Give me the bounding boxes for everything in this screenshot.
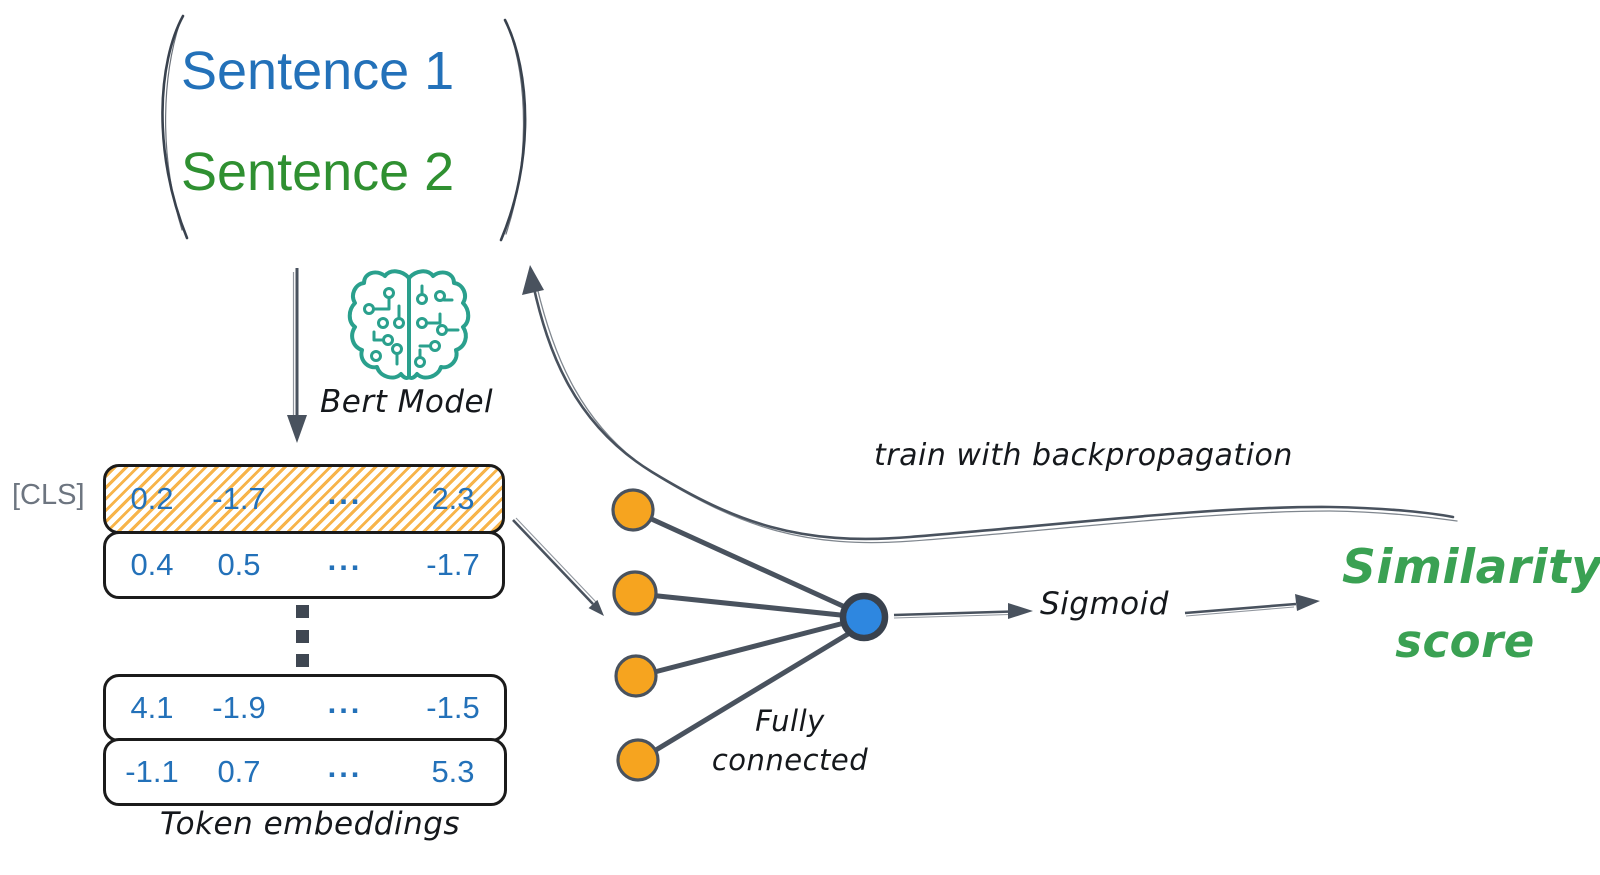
sentence-1-label: Sentence 1 <box>181 41 455 101</box>
embedding-row-2: 0.4 0.5 ... -1.7 <box>103 531 505 599</box>
bert-model-label: Bert Model <box>320 384 494 420</box>
sigmoid-to-score-arrow <box>1184 594 1320 617</box>
input-neuron-2 <box>612 570 658 616</box>
train-backpropagation-label: train with backpropagation <box>874 438 1293 473</box>
similarity-score-label: Similarity score <box>1342 540 1600 668</box>
ellipsis: ... <box>327 542 363 577</box>
token-embeddings-caption: Token embeddings <box>160 806 461 842</box>
input-parentheses <box>161 14 527 242</box>
embedding-value: 0.4 <box>130 547 174 582</box>
embedding-row-3: 4.1 -1.9 ... -1.5 <box>103 674 507 742</box>
embedding-value: -1.5 <box>426 690 480 725</box>
embedding-value: 2.3 <box>431 481 475 516</box>
ellipsis: ... <box>327 476 363 511</box>
cls-token-label: [CLS] <box>12 479 85 511</box>
vertical-ellipsis <box>296 605 309 667</box>
embedding-value: 0.2 <box>130 481 174 516</box>
embedding-value: 4.1 <box>130 690 174 725</box>
input-neurons <box>611 488 660 782</box>
similarity-line1: Similarity <box>1342 540 1600 595</box>
fully-connected-line1: Fully <box>755 704 825 738</box>
neuron-to-sigmoid-arrow <box>893 603 1033 619</box>
fully-connected-label: Fully connected <box>690 702 890 780</box>
input-neuron-4 <box>616 738 660 782</box>
embedding-value: -1.1 <box>125 754 179 789</box>
embedding-value: -1.7 <box>426 547 480 582</box>
ellipsis: ... <box>327 749 363 784</box>
similarity-line2: score <box>1395 615 1535 668</box>
embedding-value: 0.5 <box>217 547 261 582</box>
network-links <box>634 509 860 762</box>
sigmoid-label: Sigmoid <box>1040 586 1169 622</box>
embedding-value: 5.3 <box>431 754 475 789</box>
fully-connected-line2: connected <box>711 743 869 778</box>
output-neuron <box>839 592 889 642</box>
backpropagation-arrow <box>522 265 1458 544</box>
sentence-2-label: Sentence 2 <box>181 142 455 202</box>
brain-circuit-icon <box>347 269 471 380</box>
input-neuron-1 <box>611 488 655 532</box>
input-neuron-3 <box>614 654 658 698</box>
ellipsis: ... <box>327 685 363 720</box>
bert-input-arrow <box>287 268 307 443</box>
embedding-value: 0.7 <box>217 754 261 789</box>
embeddings-to-network-arrow <box>512 517 604 616</box>
embedding-value: -1.7 <box>212 481 266 516</box>
embedding-row-cls: 0.2 -1.7 ... 2.3 <box>103 464 505 534</box>
embedding-value: -1.9 <box>212 690 266 725</box>
embedding-row-4: -1.1 0.7 ... 5.3 <box>103 738 507 806</box>
